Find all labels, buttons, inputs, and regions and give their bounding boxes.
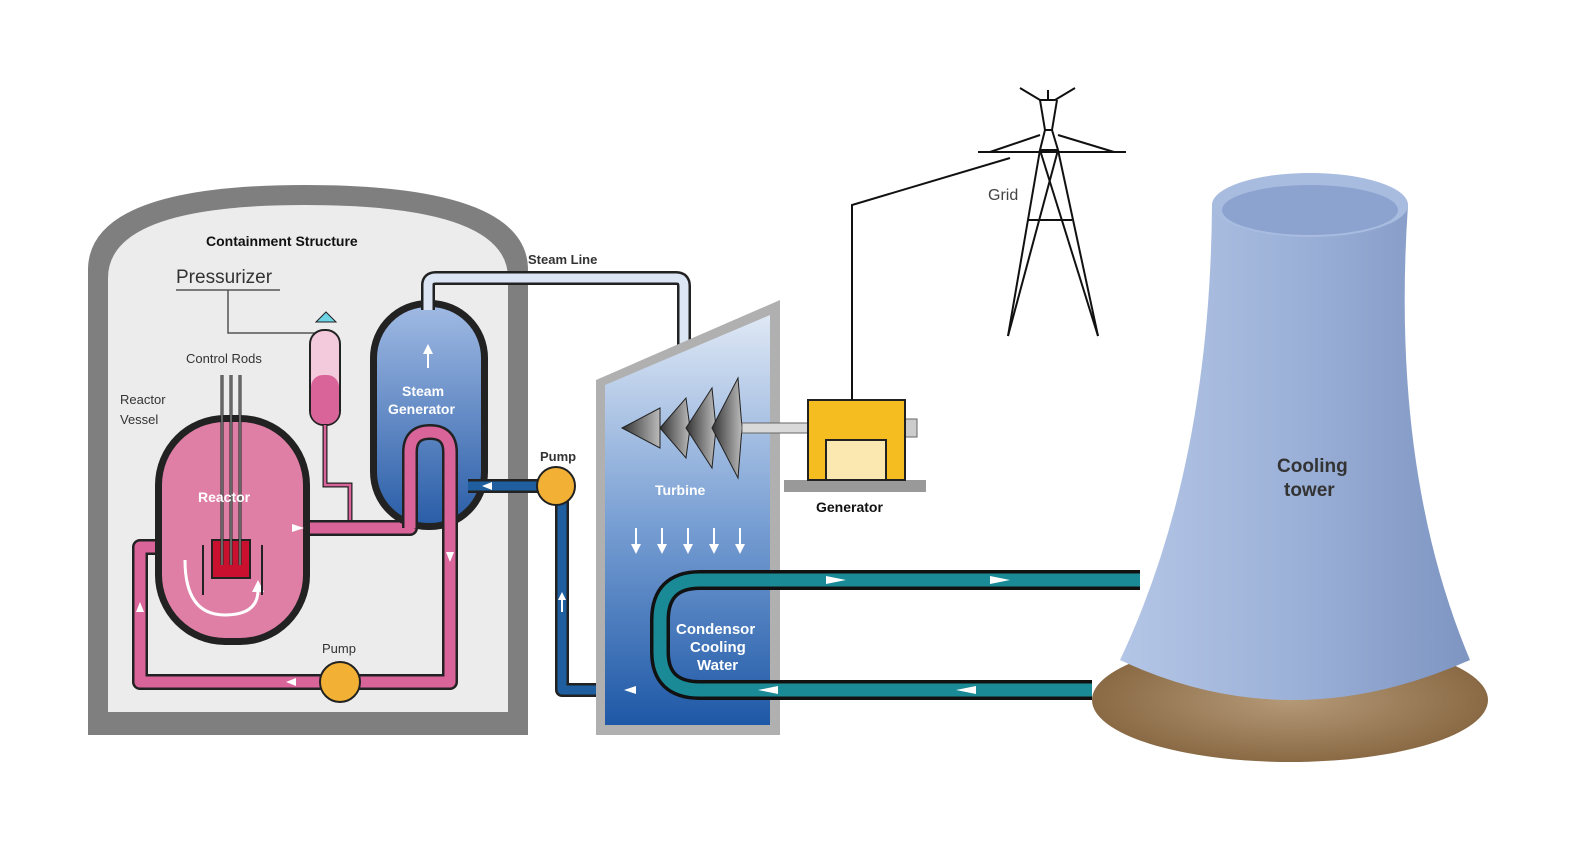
- pump-primary-label: Pump: [322, 641, 356, 656]
- flow-arrows-primary: [136, 524, 454, 686]
- cooling-tower-label-line2: tower: [1284, 480, 1335, 501]
- containment-structure-label: Containment Structure: [206, 233, 358, 249]
- pressurizer-label: Pressurizer: [176, 267, 273, 288]
- pressurizer: [176, 289, 353, 522]
- steam-line-label: Steam Line: [528, 252, 597, 267]
- reactor-label: Reactor: [198, 489, 251, 505]
- grid-label: Grid: [988, 187, 1018, 204]
- reactor-vessel-label-line2: Vessel: [120, 412, 158, 427]
- condensor-label-line3: Water: [697, 657, 738, 674]
- turbine-housing: [596, 300, 780, 735]
- turbine-label: Turbine: [655, 482, 706, 498]
- steam-generator: [370, 300, 488, 530]
- pump-secondary: [536, 466, 576, 506]
- condensate-arrows: [631, 528, 745, 554]
- condensor-label-line1: Condensor: [676, 621, 755, 638]
- generator: [784, 399, 926, 516]
- condensor-label-line2: Cooling: [690, 639, 746, 656]
- reactor-vessel-label-line1: Reactor: [120, 392, 166, 407]
- cooling-tower-label-line1: Cooling: [1277, 456, 1348, 477]
- control-rods-label: Control Rods: [186, 351, 262, 366]
- pump-secondary-label: Pump: [540, 449, 576, 464]
- steam-generator-label-line1: Steam: [402, 383, 444, 399]
- cooling-tower: [1092, 173, 1488, 762]
- condenser-cooling-loop: [624, 570, 1140, 700]
- grid-connection: [851, 157, 1011, 400]
- transmission-tower-icon: [978, 87, 1126, 337]
- steam-generator-label-line2: Generator: [388, 401, 455, 417]
- generator-label: Generator: [816, 499, 883, 515]
- pump-primary: [319, 661, 361, 703]
- reactor-vessel: [155, 375, 310, 645]
